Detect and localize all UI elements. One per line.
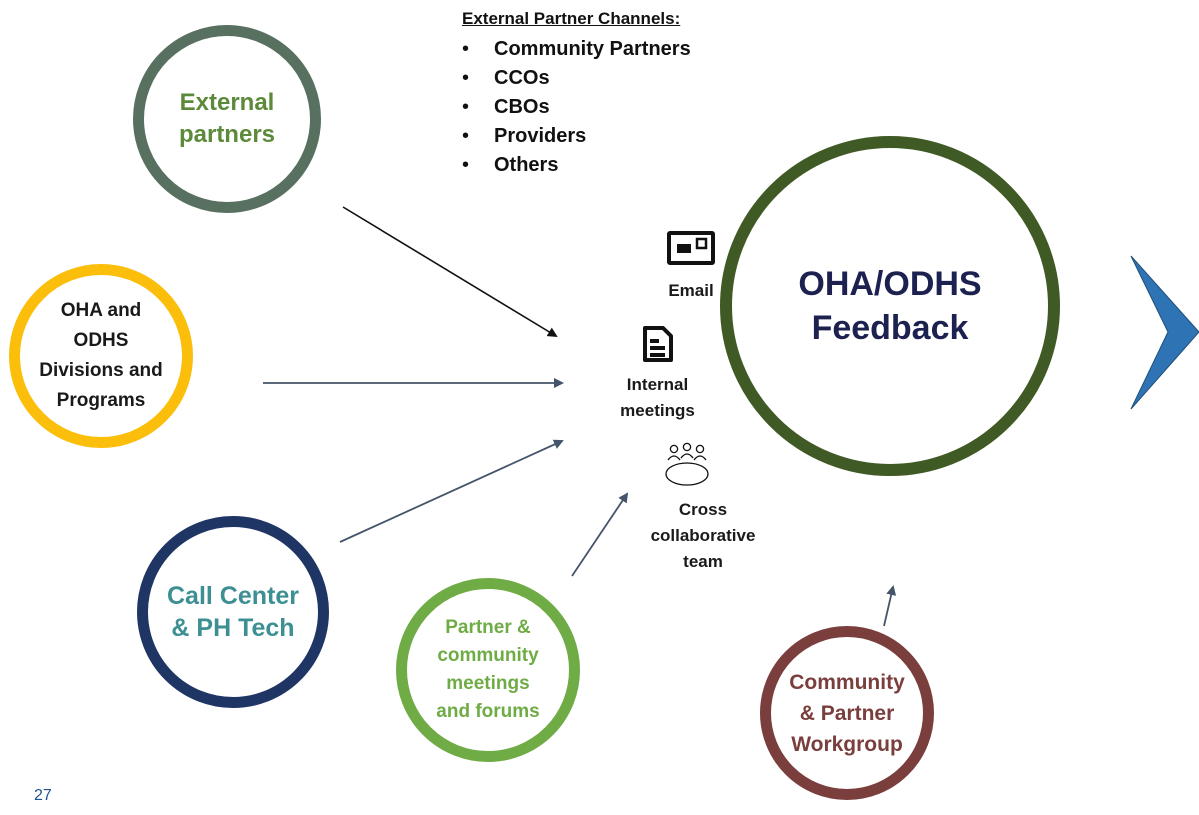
cross-team-label: Cross collaborative team [650,500,756,571]
feedback-circle: OHA/ODHS Feedback [720,136,1060,476]
list-item: Providers [462,122,691,151]
external-channels-title: External Partner Channels: [462,9,681,28]
meeting-table-icon [665,442,709,486]
list-item: Community Partners [462,35,691,64]
email-label: Email [668,281,714,300]
arrow-workgroup [883,585,897,627]
internal-meetings-label: Internal meetings [620,375,695,420]
arrow-external-partners [342,206,558,338]
partner-meetings-circle: Partner & community meetings and forums [396,578,580,762]
list-item: CBOs [462,93,691,122]
external-channels-list: Community Partners CCOs CBOs Providers O… [462,35,691,180]
list-item: Others [462,151,691,180]
list-item: CCOs [462,64,691,93]
call-center-circle: Call Center & PH Tech [137,516,329,708]
document-icon [643,326,673,362]
arrow-call-center [339,439,564,543]
workgroup-circle: Community & Partner Workgroup [760,626,934,800]
external-partners-circle: External partners [133,25,321,213]
email-card-icon [667,231,715,265]
arrow-partner-meetings [571,492,629,577]
oha-odhs-divisions-circle: OHA and ODHS Divisions and Programs [9,264,193,448]
external-partner-channels: External Partner Channels: Community Par… [462,9,691,180]
page-number: 27 [34,787,52,804]
chevron-right-icon [1130,255,1199,410]
